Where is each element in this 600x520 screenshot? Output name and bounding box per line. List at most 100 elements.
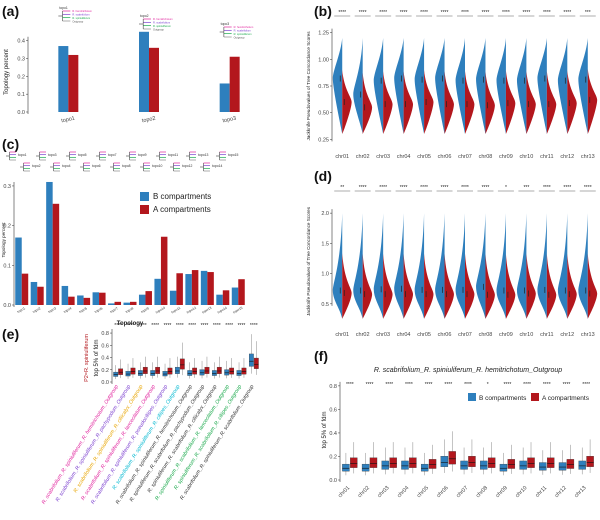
- b-xtick-label: chr12: [560, 154, 574, 160]
- f-significance: ****: [444, 382, 452, 388]
- b-significance: ****: [379, 10, 387, 16]
- b-violin-A: [403, 71, 414, 134]
- b-violin-A: [424, 70, 434, 134]
- b-violin-A: [362, 72, 373, 134]
- d-significance: ***: [523, 185, 529, 191]
- c-tree-label: topo6: [92, 164, 101, 168]
- panel-label-f: (f): [314, 348, 328, 364]
- f-significance: ****: [503, 382, 511, 388]
- a-bar-B: [219, 83, 230, 112]
- f-xtick-label: chr01: [337, 485, 351, 499]
- f-legend-label-A: A compartments: [542, 395, 590, 402]
- c-xtick-label: topo12: [186, 306, 197, 315]
- c-bar-B: [108, 303, 115, 305]
- c-bar-A: [222, 290, 230, 305]
- c-tree-label: topo14: [212, 164, 222, 168]
- a-tree-label: topo2: [140, 14, 149, 18]
- c-tree-label: topo15: [228, 153, 238, 157]
- a-xtick-label: topo3: [222, 116, 237, 125]
- d-xtick-label: chr01: [335, 332, 349, 338]
- e-A-box: [192, 367, 198, 375]
- b-ytick-label: 0.50: [318, 111, 329, 117]
- c-bar-B: [123, 302, 130, 305]
- b-violin-B: [516, 38, 527, 134]
- b-violin-A: [383, 71, 393, 134]
- f-B-box: [381, 460, 389, 470]
- c-tree-label: topo2: [32, 164, 41, 168]
- c-tree-label: topo3: [48, 153, 57, 157]
- f-xtick-label: chr06: [436, 485, 450, 499]
- d-xtick-label: chr08: [479, 332, 493, 338]
- b-violin-A: [587, 68, 598, 134]
- f-xtick-label: chr12: [554, 485, 568, 499]
- f-title: R. scabrifolium_R. spiniuliferum_R. hemi…: [374, 367, 562, 374]
- e-B-box: [137, 370, 143, 376]
- a-xtick-label: topo2: [141, 116, 156, 125]
- d-xtick-label: chr02: [356, 332, 370, 338]
- c-ytick-label: 0.1: [3, 263, 11, 269]
- a-tree-species: R. hemitrichotum: [153, 17, 173, 21]
- c-bar-A: [52, 203, 60, 305]
- b-xtick-label: chr09: [499, 154, 513, 160]
- f-significance: ****: [385, 382, 393, 388]
- d-violin-B: [353, 213, 363, 319]
- c-xtick-label: topo3: [47, 306, 56, 314]
- f-A-box: [448, 451, 456, 465]
- d-xtick-label: chr13: [581, 332, 595, 338]
- f-xtick-label: chr08: [475, 485, 489, 499]
- b-significance: ****: [502, 10, 510, 16]
- c-ytick-label: 0.2: [3, 224, 11, 230]
- a-tree-species: R. spiniuliferum: [153, 24, 171, 28]
- c-tree-label: topo1: [18, 153, 27, 157]
- d-significance: ****: [441, 185, 449, 191]
- d-violin-A: [587, 253, 598, 319]
- f-A-box: [428, 459, 437, 469]
- e-significance: ****: [127, 323, 135, 329]
- e-A-box: [130, 367, 136, 375]
- legend-swatch-B: [140, 192, 149, 201]
- e-B-box: [174, 366, 180, 374]
- f-xtick-label: chr11: [534, 485, 548, 499]
- c-xtick-label: topo15: [232, 306, 243, 315]
- e-B-box: [125, 371, 131, 377]
- f-legend-swatch-B: [468, 393, 476, 401]
- c-bar-A: [114, 301, 122, 305]
- c-xtick-label: topo7: [109, 306, 118, 314]
- f-significance: ****: [425, 382, 433, 388]
- b-xtick-label: chr01: [335, 154, 349, 160]
- c-bar-A: [99, 292, 106, 305]
- f-A-box: [586, 456, 594, 467]
- d-significance: ****: [563, 185, 571, 191]
- c-tree-label: topo5: [78, 153, 87, 157]
- f-A-box: [527, 457, 535, 468]
- b-significance: ****: [420, 10, 428, 16]
- b-xtick-label: chr05: [417, 154, 431, 160]
- legend-label-A: A compartments: [153, 205, 211, 214]
- a-bar-A: [68, 54, 79, 112]
- f-significance: ****: [523, 382, 531, 388]
- c-ytick-label: 0.0: [3, 303, 11, 309]
- c-xlabel: Topology: [117, 321, 144, 327]
- f-legend-label-B: B compartments: [479, 395, 527, 402]
- d-xtick-label: chr06: [438, 332, 452, 338]
- f-ytick-label: 0.0: [329, 478, 337, 484]
- c-tree-label: topo12: [182, 164, 192, 168]
- d-significance: ****: [461, 185, 469, 191]
- f-A-box: [350, 457, 358, 468]
- d-violin-B: [435, 213, 445, 319]
- d-xtick-label: chr07: [458, 332, 472, 338]
- c-bar-A: [238, 279, 245, 305]
- d-violin-A: [567, 253, 577, 319]
- d-xtick-label: chr10: [520, 332, 534, 338]
- a-ytick-label: 0.3: [17, 57, 25, 63]
- panel-label-d: (d): [314, 168, 332, 184]
- b-xtick-label: chr08: [479, 154, 493, 160]
- d-significance: ****: [543, 185, 551, 191]
- d-violin-B: [455, 213, 465, 319]
- e-B-box: [150, 370, 156, 376]
- b-significance: ****: [461, 10, 469, 16]
